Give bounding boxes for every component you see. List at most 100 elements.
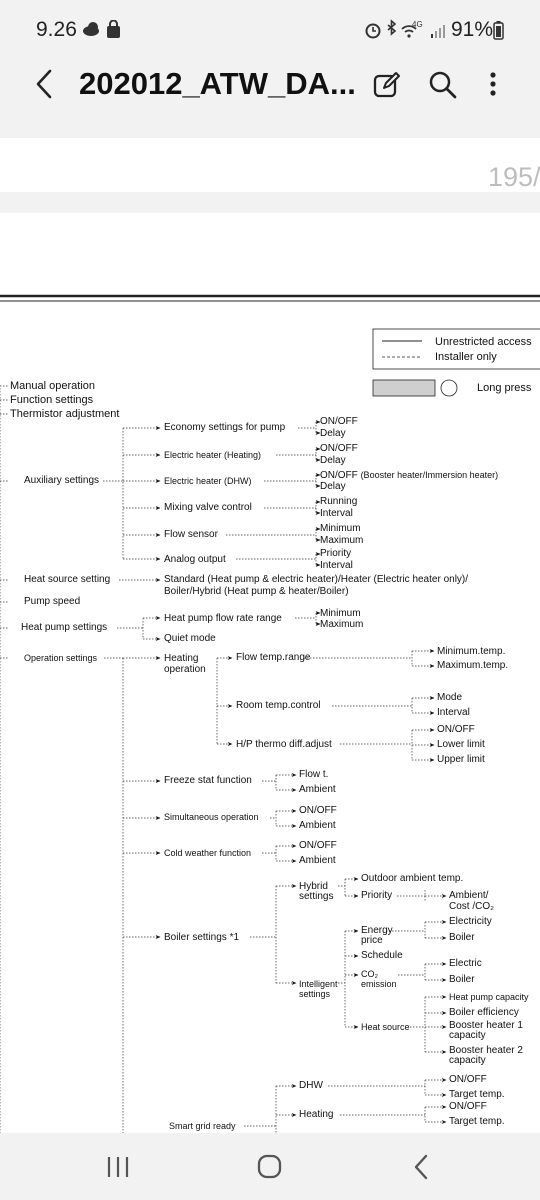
menu-heat-source-setting: Heat source setting	[24, 574, 111, 585]
op-booster2-l1: Booster heater 2	[449, 1045, 523, 1056]
op-smart-grid: Smart grid ready	[169, 1121, 236, 1131]
signal-icon	[431, 25, 445, 38]
op-max-temp: Maximum.temp.	[437, 660, 509, 671]
op-mode: Mode	[437, 692, 463, 703]
op-upper: Upper limit	[437, 754, 485, 765]
legend-long-press: Long press	[477, 382, 532, 394]
op-freeze-ambient: Ambient	[299, 784, 336, 795]
legend-unrestricted: Unrestricted access	[435, 336, 532, 348]
op-intelligent-l2: settings	[299, 989, 331, 999]
aux-analog-priority: Priority	[320, 548, 352, 559]
op-energy-l2: price	[361, 935, 383, 946]
op-cold: Cold weather function	[164, 848, 252, 858]
op-priority: Priority	[361, 890, 393, 901]
aux-economy-onoff: ON/OFF	[320, 416, 358, 427]
op-simultaneous: Simultaneous operation	[164, 812, 259, 822]
svg-text:4G: 4G	[412, 20, 423, 29]
op-min-temp: Minimum.temp.	[437, 646, 506, 657]
menu-operation-settings: Operation settings	[24, 653, 98, 663]
op-interval: Interval	[437, 707, 470, 718]
pdf-page-top	[0, 138, 540, 192]
op-hybrid-l1: Hybrid	[299, 881, 328, 892]
aux-eh-dhw-delay: Delay	[320, 481, 346, 492]
aux-flow-max: Maximum	[320, 535, 364, 546]
aux-eh-heating-onoff: ON/OFF	[320, 443, 358, 454]
op-heating-l1: Heating	[164, 653, 199, 664]
op-hp-capacity: Heat pump capacity	[449, 992, 529, 1002]
op-electricity: Electricity	[449, 916, 492, 927]
hp-flow-min: Minimum	[320, 608, 361, 619]
op-sim-ambient: Ambient	[299, 820, 336, 831]
wifi-icon: 4G	[401, 20, 423, 38]
op-schedule: Schedule	[361, 950, 403, 961]
op-thermo: H/P thermo diff.adjust	[236, 739, 332, 750]
op-ambient-cost-l2: Cost /CO₂	[449, 901, 494, 912]
more-icon[interactable]	[486, 70, 500, 100]
aux-mixing-interval: Interval	[320, 508, 353, 519]
menu-auxiliary-settings: Auxiliary settings	[24, 475, 100, 486]
menu-heat-pump-settings: Heat pump settings	[21, 622, 108, 633]
hp-flow-max: Maximum	[320, 619, 364, 630]
aux-flow-sensor: Flow sensor	[164, 529, 218, 540]
aux-economy: Economy settings for pump	[164, 422, 286, 433]
back-icon[interactable]	[30, 68, 58, 100]
hp-flow-rate: Heat pump flow rate range	[164, 613, 282, 624]
op-freeze: Freeze stat function	[164, 775, 252, 786]
op-heat-source: Heat source	[361, 1022, 410, 1032]
op-heating-sg: Heating	[299, 1109, 334, 1120]
aux-economy-delay: Delay	[320, 428, 346, 439]
menu-thermistor-adjustment: Thermistor adjustment	[10, 408, 120, 420]
aux-eheater-dhw: Electric heater (DHW)	[164, 476, 252, 486]
edit-icon[interactable]	[372, 70, 402, 100]
alarm-icon	[365, 23, 381, 39]
op-heat-onoff: ON/OFF	[449, 1101, 487, 1112]
heat-source-line2: Boiler/Hybrid (Heat pump & heater/Boiler…	[164, 586, 349, 597]
op-dhw-target: Target temp.	[449, 1089, 505, 1100]
op-sim-onoff: ON/OFF	[299, 805, 337, 816]
op-cold-ambient: Ambient	[299, 855, 336, 866]
op-cold-onoff: ON/OFF	[299, 840, 337, 851]
aux-eheater-heating: Electric heater (Heating)	[164, 450, 262, 460]
status-time: 9.26	[36, 18, 77, 41]
battery-icon	[493, 21, 504, 40]
op-thermo-onoff: ON/OFF	[437, 724, 475, 735]
cloud-icon	[83, 22, 99, 36]
op-booster1-l1: Booster heater 1	[449, 1020, 523, 1031]
op-booster2-l2: capacity	[449, 1055, 486, 1066]
op-heat-target: Target temp.	[449, 1116, 505, 1127]
op-room-control: Room temp.control	[236, 700, 321, 711]
document-title: 202012_ATW_DA...	[79, 66, 356, 101]
op-energy-l1: Energy	[361, 925, 393, 936]
op-heating-l2: operation	[164, 664, 206, 675]
op-boiler: Boiler settings *1	[164, 932, 240, 943]
op-co2-l2: emission	[361, 979, 397, 989]
recent-apps-icon[interactable]	[104, 1153, 134, 1181]
shopping-bag-icon	[107, 20, 120, 38]
op-outdoor: Outdoor ambient temp.	[361, 873, 464, 884]
aux-eh-heating-delay: Delay	[320, 455, 346, 466]
op-dhw: DHW	[299, 1080, 323, 1091]
search-icon[interactable]	[428, 70, 458, 100]
op-co2-l1: CO₂	[361, 969, 378, 979]
page-number: 195/	[488, 162, 540, 192]
aux-eh-dhw-onoff: ON/OFF (Booster heater/Immersion heater)	[320, 470, 499, 481]
heat-source-line1: Standard (Heat pump & electric heater)/H…	[164, 574, 469, 585]
legend-installer: Installer only	[435, 351, 497, 363]
op-boiler-opt2: Boiler	[449, 974, 475, 985]
pdf-page[interactable]: Unrestricted access Installer only Long …	[0, 213, 540, 1135]
op-hybrid-l2: settings	[299, 891, 334, 902]
aux-analog-interval: Interval	[320, 560, 353, 571]
op-ambient-cost-l1: Ambient/	[449, 890, 489, 901]
op-freeze-flow: Flow t.	[299, 769, 329, 780]
op-boiler-opt: Boiler	[449, 932, 475, 943]
aux-mixing: Mixing valve control	[164, 502, 252, 513]
menu-tree-diagram	[0, 294, 540, 1135]
back-nav-icon[interactable]	[408, 1153, 436, 1181]
battery-percent: 91%	[451, 18, 494, 41]
navigation-bar	[0, 1133, 540, 1200]
menu-manual-operation: Manual operation	[10, 380, 96, 392]
op-booster1-l2: capacity	[449, 1030, 486, 1041]
status-icons-left	[83, 20, 120, 38]
home-icon[interactable]	[255, 1153, 285, 1181]
status-icons-right: 4G	[365, 19, 445, 39]
